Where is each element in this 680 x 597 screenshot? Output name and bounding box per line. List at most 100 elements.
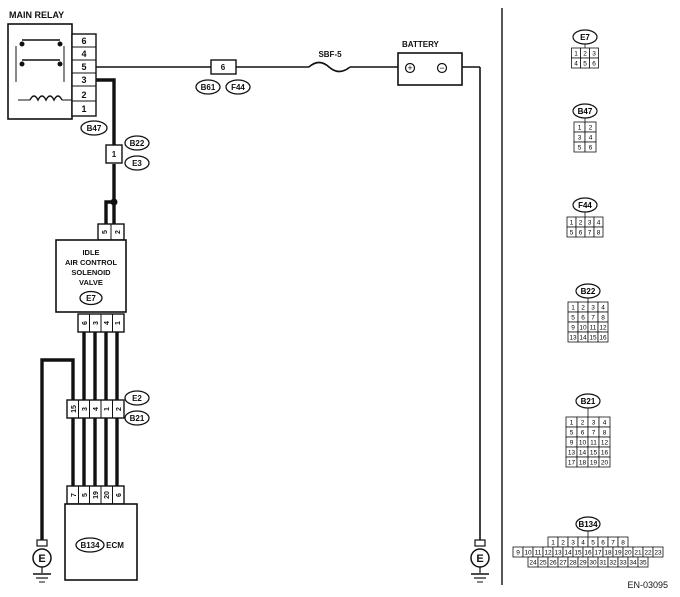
- pin-number: 16: [601, 450, 609, 457]
- figure-id: EN-03095: [627, 580, 668, 590]
- pin-number: 2: [581, 305, 585, 312]
- pin-number: 4: [574, 61, 578, 68]
- pin-number: 1: [574, 51, 578, 58]
- pin-number: 3: [578, 135, 582, 142]
- pin-number: 12: [601, 440, 609, 447]
- main-relay-title: MAIN RELAY: [9, 10, 64, 20]
- pin-number: 10: [579, 325, 587, 332]
- pin-number: 6: [581, 315, 585, 322]
- pin-number: 35: [639, 560, 647, 567]
- pin-number: 16: [599, 335, 607, 342]
- relay-pin-label: 2: [81, 90, 86, 100]
- pin-number: 2: [589, 125, 593, 132]
- battery-title: BATTERY: [402, 40, 440, 49]
- relay-pin-label: 5: [81, 62, 86, 72]
- battery: + −: [397, 52, 463, 86]
- iacv-line: SOLENOID: [71, 268, 111, 277]
- pin-number: 7: [611, 540, 615, 547]
- pin-number: 13: [569, 335, 577, 342]
- svg-text:B21: B21: [130, 414, 145, 423]
- pin-number: 16: [584, 550, 592, 557]
- pin-number: 24: [529, 560, 537, 567]
- iacv-top-pin: 2: [115, 230, 122, 234]
- pin-number: 11: [590, 325, 597, 332]
- pin-number: 3: [588, 220, 592, 227]
- pin-number: 8: [621, 540, 625, 547]
- pin-number: 23: [654, 550, 662, 557]
- pin-number: 11: [535, 550, 542, 557]
- pin-number: 8: [601, 315, 605, 322]
- pin-number: 3: [592, 51, 596, 58]
- pin-number: 7: [591, 315, 595, 322]
- ground-symbol-label: E: [38, 553, 45, 565]
- connector-tag-e3: E3: [124, 155, 150, 171]
- iacv-bottom-pin: 6: [82, 321, 89, 325]
- joint-e2-pin: 2: [116, 407, 123, 411]
- pin-number: 15: [589, 335, 597, 342]
- iacv-line: IDLE: [82, 248, 99, 257]
- joint-e2-pin: 1: [104, 407, 111, 411]
- pin-number: 1: [578, 125, 582, 132]
- connector-tag-e2: E2: [124, 390, 150, 406]
- fuse-label: SBF-5: [318, 50, 342, 59]
- pin-number: 4: [601, 305, 605, 312]
- pin-number: 5: [570, 230, 574, 237]
- relay-pin-label: 1: [81, 104, 86, 114]
- connector-tag-b21: B21: [124, 410, 150, 426]
- battery-plus: +: [407, 63, 412, 73]
- pin-number: 8: [603, 430, 607, 437]
- joint-e2-pin: 15: [71, 405, 78, 413]
- iacv-top-connector: 5 2: [97, 223, 125, 241]
- pin-cell: [637, 556, 649, 568]
- pin-number: 18: [579, 460, 587, 467]
- pin-number: 30: [589, 560, 597, 567]
- connector-tag-e7: E7: [79, 290, 103, 306]
- pin-number: 15: [574, 550, 582, 557]
- connector-tag-b61: B61: [195, 79, 221, 95]
- ecm-pin: 7: [71, 493, 78, 497]
- pin-number: 13: [568, 450, 576, 457]
- pin-number: 4: [589, 135, 593, 142]
- pin-number: 5: [591, 540, 595, 547]
- pin-number: 31: [599, 560, 607, 567]
- svg-text:E3: E3: [132, 159, 142, 168]
- pin-number: 7: [588, 230, 592, 237]
- fuse-connector: 6: [210, 59, 237, 75]
- pin-number: 4: [581, 540, 585, 547]
- connector-tag-b22: B22: [124, 135, 150, 151]
- relay-pin-label: 3: [81, 75, 86, 85]
- connector-tag-b47: B47: [80, 120, 108, 136]
- pin-number: 6: [589, 145, 593, 152]
- svg-text:B47: B47: [87, 124, 102, 133]
- ground-left: E: [32, 539, 52, 583]
- pinout-tag-label: B22: [581, 287, 596, 296]
- joint-e2-pin: 4: [93, 407, 100, 411]
- pinout-tag-label: B21: [581, 397, 596, 406]
- pin-number: 10: [579, 440, 587, 447]
- pin-number: 19: [590, 460, 598, 467]
- pin-number: 1: [570, 420, 574, 427]
- pin-number: 14: [579, 335, 587, 342]
- pin-number: 19: [614, 550, 622, 557]
- pin-number: 5: [583, 61, 587, 68]
- iacv-line: AIR CONTROL: [65, 258, 117, 267]
- pin-number: 3: [592, 420, 596, 427]
- pin-number: 10: [524, 550, 532, 557]
- pin-cell: [598, 456, 611, 468]
- pinout-tag-label: E7: [580, 33, 590, 42]
- ecm-pin: 20: [104, 491, 111, 499]
- ground-right: E: [470, 539, 490, 583]
- svg-text:F44: F44: [231, 83, 245, 92]
- pin-number: 12: [599, 325, 607, 332]
- svg-text:E2: E2: [132, 394, 142, 403]
- ecm-code: B134: [80, 541, 100, 550]
- pin-number: 3: [591, 305, 595, 312]
- pin-number: 12: [544, 550, 552, 557]
- relay-pin-label: 4: [81, 49, 86, 59]
- pin-number: 6: [592, 61, 596, 68]
- pin-number: 25: [539, 560, 547, 567]
